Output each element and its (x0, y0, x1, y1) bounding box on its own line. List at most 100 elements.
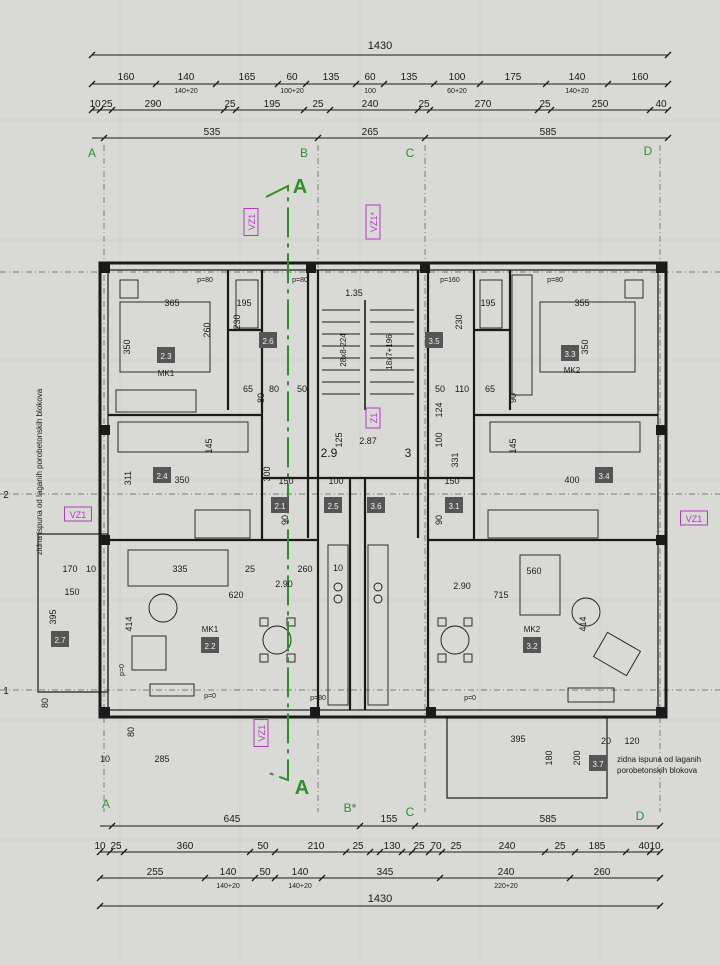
structural-columns (100, 263, 666, 717)
interior-dim-left: 80 (126, 727, 136, 737)
interior-dim-left: 10 (86, 564, 96, 574)
parapet-mark: p=80 (547, 277, 563, 284)
dim-top-row3: 265 (362, 127, 379, 138)
interior-dim-left: 350 (174, 475, 189, 485)
room-number: 2.7 (54, 636, 66, 645)
interior-dim-left: 10 (100, 754, 110, 764)
interior-dim-left: 145 (204, 438, 214, 453)
interior-dim-left: 260 (202, 322, 212, 337)
room-number: 3.5 (428, 337, 440, 346)
stair-label-right: 3 (405, 446, 412, 460)
room-label: MK2 (564, 366, 581, 375)
axis-top-label: C (406, 146, 415, 160)
dim-top-row1: 135 (323, 72, 340, 83)
stair-run-right: 18x7+196 (385, 334, 394, 370)
dim-bottom-row1-sub: 140+20 (216, 883, 240, 890)
room-number-box (589, 755, 607, 771)
dim-bottom-row2: 25 (352, 841, 364, 852)
dim-bottom-row1: 255 (147, 867, 164, 878)
interior-dim-right: 90 (508, 393, 518, 403)
dim-top-row1-sub: 100+20 (280, 88, 304, 95)
dim-bottom-row2: 130 (384, 841, 401, 852)
section-line-a (265, 184, 289, 782)
axis-top-label: A (88, 146, 96, 160)
interior-dim-right: 1.35 (345, 288, 363, 298)
axis-bottom-label: A (102, 797, 110, 811)
interior-dim-left: 80 (269, 384, 279, 394)
dim-bottom-row2: 25 (450, 841, 462, 852)
dim-top-row1: 165 (239, 72, 256, 83)
axis-top-label: D (644, 144, 653, 158)
wall-infill-note-left: zidna ispuna od laganih porobetonskih bl… (35, 388, 44, 555)
window-tag: Z1 (365, 407, 381, 429)
dim-top-row3: 585 (540, 127, 557, 138)
dim-top-row2: 250 (592, 99, 609, 110)
interior-dim-right: 150 (444, 476, 459, 486)
dim-bottom-row1: 50 (259, 867, 271, 878)
wall-infill-note-right: zidna ispuna od laganih (617, 755, 701, 764)
room-number-box (561, 345, 579, 361)
dim-bottom-row3: 155 (381, 814, 398, 825)
dim-bottom-row2: 25 (554, 841, 566, 852)
interior-dim-left: 195 (236, 298, 251, 308)
stair-landing: 2.87 (359, 436, 377, 446)
interior-dim-left: 285 (154, 754, 169, 764)
room-number: 2.4 (156, 472, 168, 481)
room-number-box (271, 497, 289, 513)
interior-dim-right: 230 (454, 314, 464, 329)
dim-top-row2: 25 (101, 99, 113, 110)
dim-top-row1: 140 (178, 72, 195, 83)
interior-dim-left: 80 (256, 393, 266, 403)
dim-top-row2: 25 (418, 99, 430, 110)
dim-bottom-row2: 25 (110, 841, 122, 852)
room-number-box (259, 332, 277, 348)
interior-dim-right: 110 (455, 384, 469, 394)
dim-top-row1-sub: 140+20 (565, 88, 589, 95)
dim-top-row2: 240 (362, 99, 379, 110)
dim-bottom-row2: 185 (589, 841, 606, 852)
interior-dim-left: 90 (280, 515, 290, 525)
interior-dim-left: 300 (262, 466, 272, 481)
svg-text:VZ1: VZ1 (70, 510, 87, 520)
interior-dim-right: 331 (450, 452, 460, 467)
interior-dim-left: 230 (232, 314, 242, 329)
interior-dim-left: 414 (124, 616, 134, 631)
dim-top-row2: 10 (89, 99, 101, 110)
parapet-mark: p=0 (204, 693, 216, 700)
parapet-mark: p=0 (464, 695, 476, 702)
window-tag: VZ1 (243, 208, 259, 236)
interior-dim-left: 620 (228, 590, 243, 600)
room-number-box (523, 637, 541, 653)
stair-treads (322, 300, 414, 410)
dim-bottom-row2: 25 (413, 841, 425, 852)
grid-number: 2 (3, 490, 9, 501)
room-number: 2.6 (262, 337, 274, 346)
interior-dim-left: 150 (278, 476, 293, 486)
window-tag: VZ1 (680, 510, 708, 526)
room-number-box (367, 497, 385, 513)
room-number-box (201, 637, 219, 653)
interior-dim-right: 715 (493, 590, 508, 600)
interior-dim-right: 395 (510, 734, 525, 744)
svg-text:VZ1: VZ1 (686, 514, 703, 524)
dim-top-row2: 270 (475, 99, 492, 110)
dim-top-overall: 1430 (368, 40, 392, 52)
dim-bottom-overall: 1430 (368, 893, 392, 905)
interior-dim-left: 170 (62, 564, 77, 574)
svg-text:VZ1: VZ1 (247, 214, 257, 231)
room-number-box (595, 467, 613, 483)
grid-number: 1 (3, 686, 9, 697)
interior-dim-left: 25 (245, 564, 255, 574)
interior-dim-right: 124 (434, 402, 444, 417)
dim-top-row1: 100 (449, 72, 466, 83)
dim-bottom-row2: 50 (257, 841, 269, 852)
level-mark-left: 2.90 (275, 579, 293, 589)
interior-walls (108, 270, 658, 710)
interior-dim-left: 260 (297, 564, 312, 574)
dim-bottom-row1: 140 (220, 867, 237, 878)
room-number-box (445, 497, 463, 513)
interior-dim-right: 414 (578, 616, 588, 631)
interior-dim-left: 100 (328, 476, 343, 486)
